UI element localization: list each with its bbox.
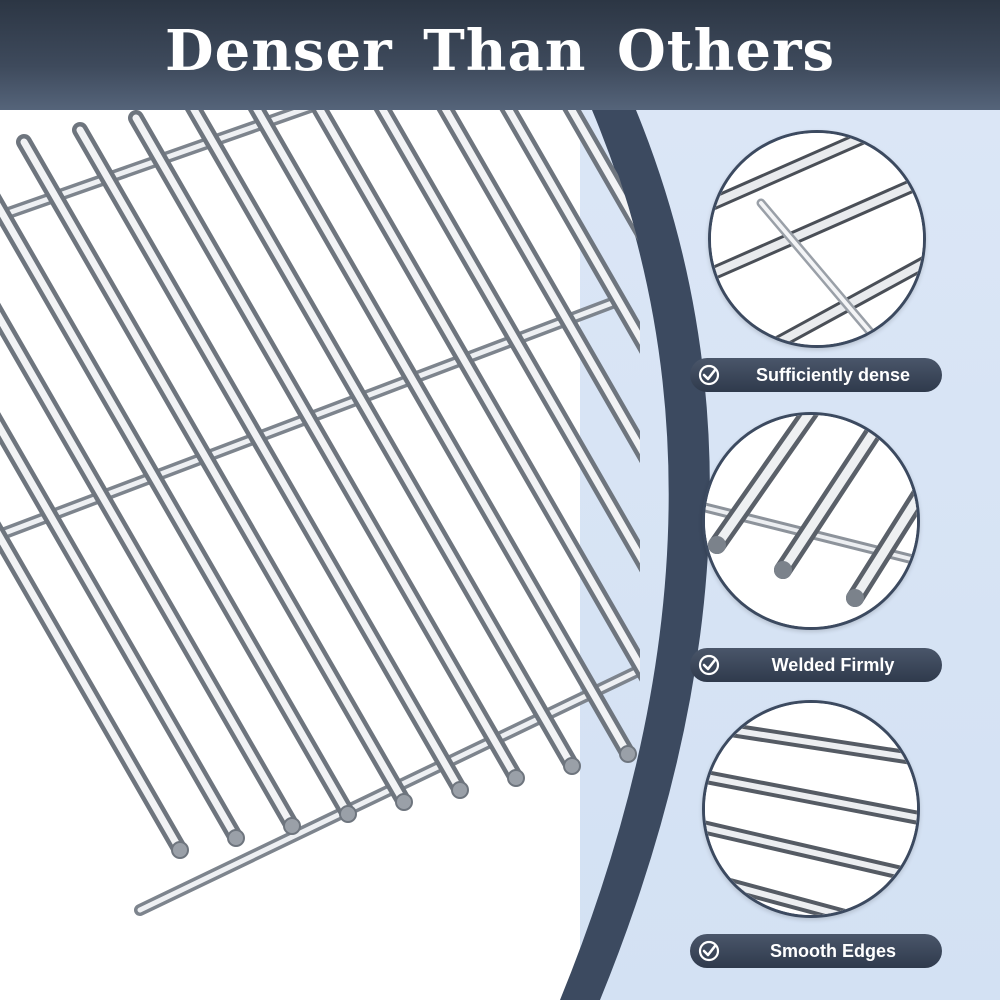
feature-badge-dense: Sufficiently dense [690, 358, 942, 392]
closeup-1-illustration [711, 133, 923, 345]
check-circle-icon [698, 364, 720, 386]
check-circle-icon [698, 654, 720, 676]
grate-bar-highlight [300, 110, 640, 746]
grate-bar-highlight [244, 110, 632, 758]
feature-label: Sufficiently dense [755, 365, 911, 385]
feature-label: Smooth Edges [769, 941, 896, 961]
grate-bar-highlight [0, 186, 184, 854]
grate-bar-highlight [0, 174, 240, 842]
divider-arc [560, 110, 710, 1000]
grate-bar-end [451, 781, 469, 799]
grate-bar-end [171, 841, 189, 859]
grate-bar-end [227, 829, 245, 847]
grate-bar-end [283, 817, 301, 835]
grate-bar-highlight [468, 110, 640, 710]
grill-grate-illustration [0, 110, 640, 916]
feature-badge-smooth: Smooth Edges [690, 934, 942, 968]
header-banner: Denser Than Others [0, 0, 1000, 110]
grate-bar-end [563, 757, 581, 775]
edges-closeup [702, 700, 920, 918]
grate-bar-end [619, 745, 637, 763]
feature-badge-welded: Welded Firmly [690, 648, 942, 682]
grate-bar-end [507, 769, 525, 787]
grate-bar-highlight [0, 150, 352, 818]
grate-bar-highlight [0, 162, 296, 830]
weld-closeup [702, 412, 920, 630]
closeup-2-illustration [705, 415, 917, 627]
page-title: Denser Than Others [165, 18, 835, 84]
check-circle-icon [698, 940, 720, 962]
grate-bar-highlight [188, 110, 576, 770]
grate-bar-end [395, 793, 413, 811]
grate-bar-highlight [524, 110, 640, 698]
grate-bar-highlight [412, 110, 640, 722]
grate-bar-highlight [132, 114, 520, 782]
grate-bar [408, 110, 640, 726]
dense-bars-closeup [708, 130, 926, 348]
grate-bar-end [339, 805, 357, 823]
grate-bar [296, 110, 640, 750]
grate-bar-highlight [20, 138, 408, 806]
grate-bar-highlight [76, 126, 464, 794]
closeup-3-illustration [705, 703, 917, 915]
grate-bar-highlight [356, 110, 640, 734]
feature-label: Welded Firmly [771, 655, 895, 675]
